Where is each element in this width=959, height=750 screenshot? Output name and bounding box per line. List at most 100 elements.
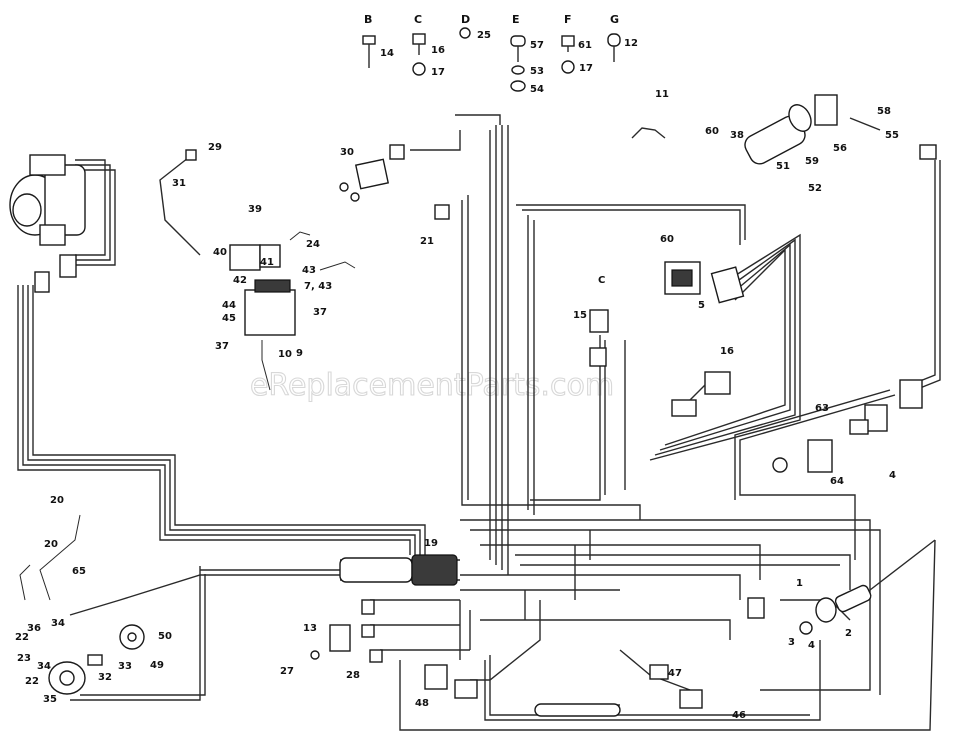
callout-33: 33 (118, 661, 132, 672)
motor-assembly (9, 154, 86, 246)
callout-27: 27 (280, 666, 294, 677)
callout-44: 44 (222, 300, 236, 311)
callout-2: 2 (845, 628, 852, 639)
part-11 (631, 127, 666, 139)
callout-60: 60 (660, 234, 674, 245)
switch-28 (329, 624, 351, 652)
callout-39: 39 (248, 204, 262, 215)
callout-63: 63 (815, 403, 829, 414)
callout-22: 22 (25, 676, 39, 687)
callout-55: 55 (885, 130, 899, 141)
callout-50: 50 (158, 631, 172, 642)
callout-20: 20 (44, 539, 58, 550)
callout-28: 28 (346, 670, 360, 681)
callout-43: 43 (302, 265, 316, 276)
part-callouts: 11 29 30 31 21 56 38 58 59 55 60 51 52 3… (15, 89, 899, 721)
cable-end-29 (185, 149, 197, 161)
callout-16: 16 (720, 346, 734, 357)
callout-56: 56 (833, 143, 847, 154)
callout-22-top: 22 (15, 632, 29, 643)
callout-23: 23 (17, 653, 31, 664)
callout-58: 58 (877, 106, 891, 117)
fastener-header-c: C (414, 13, 422, 26)
label-17: 17 (431, 67, 445, 78)
switch-5 (664, 261, 745, 304)
callout-4-right: 4 (889, 470, 896, 481)
fastener-13 (310, 650, 320, 660)
callout-47: 47 (668, 668, 682, 679)
callout-13: 13 (303, 623, 317, 634)
connector-right-mid (899, 379, 923, 409)
callout-15: 15 (573, 310, 587, 321)
bracket-48 (424, 664, 448, 690)
fastener-header-e: E (512, 13, 520, 26)
connector-lower-center (454, 679, 478, 699)
callout-34-top: 34 (51, 618, 65, 629)
callout-1: 1 (796, 578, 803, 589)
switch-30 (339, 158, 390, 202)
callout-30: 30 (340, 147, 354, 158)
connector-left-a (361, 599, 375, 615)
callout-9: 9 (296, 348, 303, 359)
part-15 (589, 309, 609, 367)
callout-19: 19 (424, 538, 438, 549)
callout-34: 34 (37, 661, 51, 672)
callout-10: 10 (278, 349, 292, 360)
callout-5: 5 (698, 300, 705, 311)
callout-64: 64 (830, 476, 844, 487)
callout-4: 4 (808, 640, 815, 651)
callout-38: 38 (730, 130, 744, 141)
switch-46 (679, 689, 703, 709)
watermark: eReplacementParts.com (250, 368, 614, 403)
transformer-assembly (229, 231, 356, 391)
label-54: 54 (530, 84, 544, 95)
callout-49: 49 (150, 660, 164, 671)
callout-36: 36 (27, 623, 41, 634)
cable-31 (159, 157, 201, 256)
callout-65: 65 (72, 566, 86, 577)
callout-42: 42 (233, 275, 247, 286)
potentiometer-2 (799, 584, 872, 635)
callout-37-left: 37 (215, 341, 229, 352)
switch-assembly-32 (19, 514, 103, 695)
knob-50-hub (127, 632, 137, 642)
label-14: 14 (380, 48, 394, 59)
part-47 (649, 664, 669, 680)
label-17b: 17 (579, 63, 593, 74)
callout-3: 3 (788, 637, 795, 648)
callout-51: 51 (776, 161, 790, 172)
connector-top (389, 144, 405, 160)
heater-strip (534, 703, 621, 717)
motor-connector-right (59, 254, 77, 278)
solenoid-59 (744, 94, 881, 165)
callout-20-top: 20 (50, 495, 64, 506)
callout-c: C (598, 275, 605, 286)
switch-63 (849, 404, 888, 435)
label-25: 25 (477, 30, 491, 41)
callout-31: 31 (172, 178, 186, 189)
callout-24: 24 (306, 239, 320, 250)
fastener-row: B C D E F G 14 16 17 25 57 53 54 61 17 1… (362, 13, 638, 95)
callout-32: 32 (98, 672, 112, 683)
callout-37-right: 37 (313, 307, 327, 318)
harness-tube-19 (339, 554, 458, 586)
callout-41: 41 (260, 257, 274, 268)
connector-right-top (919, 144, 937, 160)
switch-block (747, 597, 765, 619)
callout-60-top: 60 (705, 126, 719, 137)
callout-46: 46 (732, 710, 746, 721)
fastener-header-d: D (461, 13, 470, 26)
callout-48: 48 (415, 698, 429, 709)
label-61: 61 (578, 40, 592, 51)
label-57: 57 (530, 40, 544, 51)
switch-64 (772, 439, 833, 473)
motor-connector-left (34, 271, 50, 293)
callout-40: 40 (213, 247, 227, 258)
connector-21 (434, 204, 450, 220)
sensor-18 (671, 371, 731, 417)
callout-7-43: 7, 43 (304, 281, 332, 292)
callout-45: 45 (222, 313, 236, 324)
callout-21: 21 (420, 236, 434, 247)
wire-harness (17, 114, 941, 731)
